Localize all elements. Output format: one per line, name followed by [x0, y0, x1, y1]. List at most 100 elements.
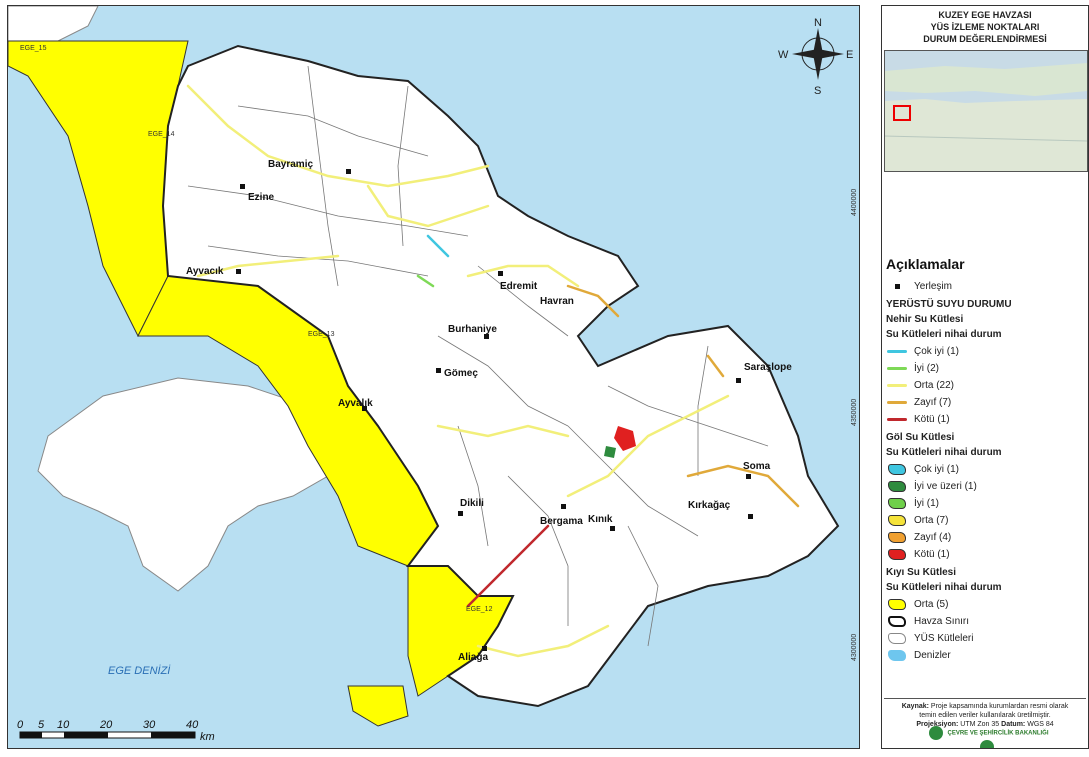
basin-boundary: [161, 44, 840, 708]
legend-label: Orta (5): [914, 599, 949, 610]
legend-surface-title: YERÜSTÜ SUYU DURUMU: [886, 299, 1012, 310]
datum-text: WGS 84: [1027, 721, 1054, 728]
legend-label: Orta (7): [914, 515, 949, 526]
legend-row-river: İyi (2): [886, 360, 1086, 377]
legend-row-river: Kötü (1): [886, 411, 1086, 428]
rivers: [186, 84, 800, 658]
legend-coast-title: Kıyı Su Kütlesi: [886, 567, 957, 578]
settlement-symbol: [886, 281, 908, 293]
coastal-label-ege13: EGE_13: [308, 331, 335, 338]
settlement-label: Saraşlope: [744, 362, 792, 373]
legend-label: İyi (2): [914, 363, 939, 374]
settlement-label: Ayvalık: [338, 398, 373, 409]
settlement-label: Ezine: [248, 192, 275, 203]
scale-unit: km: [200, 731, 215, 743]
legend-row-lake: Zayıf (4): [886, 529, 1086, 546]
legend-heading: Açıklamalar: [886, 256, 965, 272]
legend-coast-status-title: Su Kütleleri nihai durum: [886, 582, 1002, 593]
settlement-label: Burhaniye: [448, 324, 497, 335]
compass-s: S: [814, 85, 821, 97]
projection-text: UTM Zon 35: [960, 721, 1000, 728]
legend-label: Zayıf (4): [914, 532, 952, 543]
river-swatch: [887, 367, 907, 370]
legend-river-status-title: Su Kütleleri nihai durum: [886, 329, 1002, 340]
source-text: temin edilen veriler kullanılarak üretil…: [919, 712, 1051, 719]
partner-logo-icon: [980, 740, 994, 748]
title-line-2: YÜS İZLEME NOKTALARI: [930, 22, 1040, 32]
settlement-label: Kırkağaç: [688, 500, 731, 511]
lake-iyi-uzeri: [604, 446, 616, 458]
coastal-label-ege12: EGE_12: [466, 606, 493, 613]
title-line-1: KUZEY EGE HAVZASI: [938, 10, 1032, 20]
settlement-label: Aliağa: [458, 652, 488, 663]
legend-label: YÜS Kütleleri: [914, 633, 974, 644]
legend-row-lake: Kötü (1): [886, 546, 1086, 563]
river-swatch: [887, 384, 907, 387]
lake-swatch: [888, 532, 906, 543]
river-swatch: [887, 418, 907, 421]
compass-n: N: [814, 17, 822, 29]
scale-tick: 20: [99, 719, 113, 731]
legend-river-title: Nehir Su Kütlesi: [886, 314, 964, 325]
legend-lake-title: Göl Su Kütlesi: [886, 432, 955, 443]
coastal-label-ege14: EGE_14: [148, 131, 175, 138]
map-canvas: N S E W 4400000 4350000 4300000 EGE DENİ…: [8, 6, 859, 748]
inset-land: [885, 51, 1087, 171]
coord-label-1: 4400000: [851, 189, 858, 216]
inset-location-marker: [893, 105, 911, 121]
compass-e: E: [846, 49, 853, 61]
settlements: Bayramiç Ezine Ayvacık Edremit Havran Bu…: [186, 159, 792, 663]
source-note: Kaynak: Proje kapsamında kurumlardan res…: [884, 698, 1086, 729]
source-bold: Kaynak:: [901, 703, 929, 710]
lake-swatch: [888, 498, 906, 509]
settlement-label: Ayvacık: [186, 266, 224, 277]
datum-bold: Datum:: [1001, 721, 1026, 728]
scale-tick: 10: [57, 719, 70, 731]
legend-label: Kötü (1): [914, 414, 950, 425]
legend-label: İyi ve üzeri (1): [914, 481, 977, 492]
legend-panel: KUZEY EGE HAVZASI YÜS İZLEME NOKTALARI D…: [881, 5, 1089, 749]
legend-row-subbasin: YÜS Kütleleri: [886, 630, 1086, 647]
legend-row-lake: Çok iyi (1): [886, 461, 1086, 478]
ministry-logos: ÇEVRE VE ŞEHİRCİLİK BAKANLIĞI: [922, 726, 1052, 748]
compass-w: W: [778, 49, 789, 61]
scale-tick: 0: [17, 719, 24, 731]
settlement-label: Havran: [540, 296, 574, 307]
lake-swatch: [888, 464, 906, 475]
legend-row-river: Çok iyi (1): [886, 343, 1086, 360]
locator-inset-map: [884, 50, 1088, 172]
legend-label: Havza Sınırı: [914, 616, 970, 627]
river-swatch: [887, 401, 907, 404]
scale-tick: 40: [186, 719, 199, 731]
source-text: Proje kapsamında kurumlardan resmi olara…: [930, 703, 1069, 710]
legend-row-lake: Orta (7): [886, 512, 1086, 529]
lake-swatch: [888, 515, 906, 526]
coast-swatch: [888, 599, 906, 610]
legend-label: Orta (22): [914, 380, 955, 391]
legend-row-boundary: Havza Sınırı: [886, 613, 1086, 630]
settlement-label: Gömeç: [444, 368, 478, 379]
legend-row-river: Zayıf (7): [886, 394, 1086, 411]
legend-row-sea: Denizler: [886, 647, 1086, 664]
legend-label: Yerleşim: [914, 281, 952, 292]
scale-bar: 0 5 10 20 30 40 km: [17, 719, 215, 743]
island-lesbos: [37, 377, 339, 592]
legend-row-coast: Orta (5): [886, 596, 1086, 613]
compass-rose: N S E W: [778, 17, 853, 97]
coord-label-2: 4350000: [851, 399, 858, 426]
legend-label: Çok iyi (1): [914, 346, 960, 357]
settlement-label: Bayramiç: [268, 159, 313, 170]
map-panel: N S E W 4400000 4350000 4300000 EGE DENİ…: [7, 5, 860, 749]
lake-swatch: [888, 549, 906, 560]
settlement-label: Edremit: [500, 281, 538, 292]
scale-tick: 30: [143, 719, 156, 731]
projection-bold: Projeksiyon:: [916, 721, 959, 728]
legend-row-lake: İyi (1): [886, 495, 1086, 512]
map-title: KUZEY EGE HAVZASI YÜS İZLEME NOKTALARI D…: [882, 6, 1088, 48]
settlement-label: Kınık: [588, 514, 613, 525]
legend-label: Zayıf (7): [914, 397, 952, 408]
legend-row-river: Orta (22): [886, 377, 1086, 394]
legend-label: Çok iyi (1): [914, 464, 960, 475]
settlement-label: Soma: [743, 461, 771, 472]
